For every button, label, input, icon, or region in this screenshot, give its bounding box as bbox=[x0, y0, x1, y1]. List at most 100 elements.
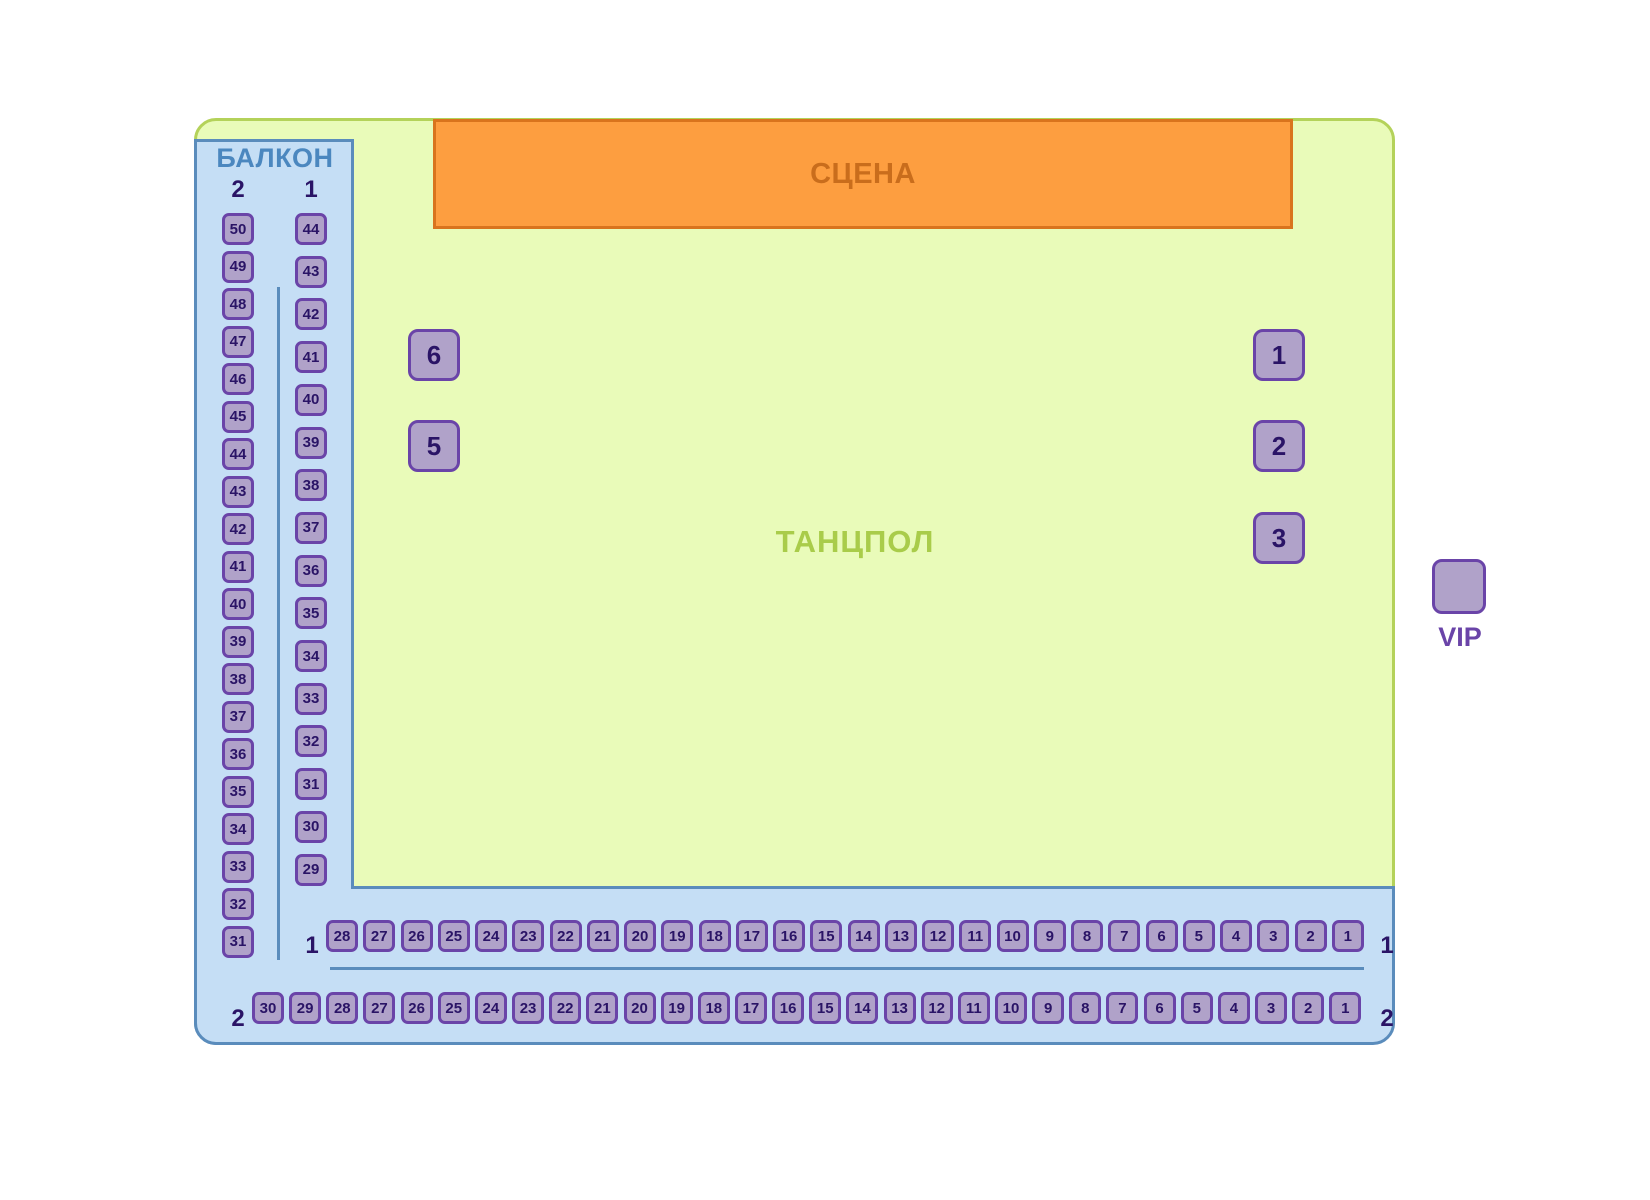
balcony-left-row1-seat-39[interactable]: 39 bbox=[295, 426, 327, 459]
balcony-bottom-row1-seat-4[interactable]: 4 bbox=[1220, 920, 1252, 952]
balcony-bottom-row1-seat-20[interactable]: 20 bbox=[624, 920, 656, 952]
balcony-left-row1-seat-32[interactable]: 32 bbox=[295, 725, 327, 758]
balcony-bottom-row2-seat-19[interactable]: 19 bbox=[660, 992, 693, 1024]
balcony-left-row1-seat-31[interactable]: 31 bbox=[295, 768, 327, 801]
balcony-bottom-row1-seat-16[interactable]: 16 bbox=[773, 920, 805, 952]
table-6[interactable]: 6 bbox=[408, 329, 460, 381]
balcony-left-row2-seat-45[interactable]: 45 bbox=[222, 400, 254, 433]
balcony-bottom-row2-seat-25[interactable]: 25 bbox=[437, 992, 470, 1024]
balcony-bottom-row2-seat-27[interactable]: 27 bbox=[363, 992, 396, 1024]
balcony-left-row1-seat-36[interactable]: 36 bbox=[295, 554, 327, 587]
balcony-left-row1-seat-42[interactable]: 42 bbox=[295, 298, 327, 331]
balcony-bottom-row2-seat-15[interactable]: 15 bbox=[809, 992, 842, 1024]
balcony-bottom-row2-seat-10[interactable]: 10 bbox=[995, 992, 1027, 1024]
balcony-left-row2-seat-46[interactable]: 46 bbox=[222, 363, 254, 395]
balcony-left-row2-seat-39[interactable]: 39 bbox=[222, 625, 254, 658]
balcony-bottom-row2-seat-5[interactable]: 5 bbox=[1180, 992, 1213, 1024]
balcony-left-row2-seat-50[interactable]: 50 bbox=[222, 213, 254, 245]
balcony-left-row2-seat-48[interactable]: 48 bbox=[222, 288, 254, 320]
balcony-bottom-row1-seat-5[interactable]: 5 bbox=[1182, 920, 1215, 952]
balcony-bottom-row2-seat-6[interactable]: 6 bbox=[1143, 992, 1176, 1024]
balcony-bottom-row1-seat-6[interactable]: 6 bbox=[1145, 920, 1178, 952]
balcony-left-row1-seat-37[interactable]: 37 bbox=[295, 511, 327, 544]
balcony-left-row2-seat-38[interactable]: 38 bbox=[222, 663, 254, 695]
balcony-left-row2-seat-36[interactable]: 36 bbox=[222, 738, 254, 770]
balcony-left-row1-seat-38[interactable]: 38 bbox=[295, 469, 327, 502]
balcony-left-row1-seat-40[interactable]: 40 bbox=[295, 383, 327, 416]
balcony-bottom-row2-seat-12[interactable]: 12 bbox=[920, 992, 953, 1024]
balcony-left-row2-seat-34[interactable]: 34 bbox=[222, 813, 254, 845]
balcony-bottom-row2-seat-11[interactable]: 11 bbox=[957, 992, 990, 1024]
balcony-left-row1-seat-33[interactable]: 33 bbox=[295, 682, 327, 715]
balcony-left-row1-seat-30[interactable]: 30 bbox=[295, 810, 327, 843]
balcony-left-row2-seat-49[interactable]: 49 bbox=[222, 250, 254, 283]
balcony-left-row2-seat-42[interactable]: 42 bbox=[222, 513, 254, 545]
balcony-left-row2-seat-33[interactable]: 33 bbox=[222, 850, 254, 883]
balcony-bottom-row2-seat-22[interactable]: 22 bbox=[549, 992, 582, 1024]
balcony-left-row2-seat-32[interactable]: 32 bbox=[222, 888, 254, 920]
balcony-bottom-row1-seat-23[interactable]: 23 bbox=[512, 920, 545, 952]
balcony-bottom-row1-seat-26[interactable]: 26 bbox=[400, 920, 433, 952]
balcony-bottom-row2-seat-18[interactable]: 18 bbox=[697, 992, 730, 1024]
balcony-bottom-row2-seat-30[interactable]: 30 bbox=[252, 992, 284, 1024]
balcony-bottom-row2-seat-8[interactable]: 8 bbox=[1069, 992, 1102, 1024]
balcony-left-row2-seat-44[interactable]: 44 bbox=[222, 438, 254, 470]
balcony-bottom-row2-seat-1[interactable]: 1 bbox=[1329, 992, 1362, 1024]
balcony-bottom-row2-seat-7[interactable]: 7 bbox=[1106, 992, 1139, 1024]
balcony-bottom-row1-seat-14[interactable]: 14 bbox=[847, 920, 880, 952]
table-3[interactable]: 3 bbox=[1253, 512, 1305, 564]
balcony-bottom-row2-seat-16[interactable]: 16 bbox=[772, 992, 805, 1024]
balcony-bottom-row1-seat-11[interactable]: 11 bbox=[959, 920, 992, 952]
balcony-left-row2-seat-40[interactable]: 40 bbox=[222, 588, 254, 620]
balcony-bottom-row1-seat-18[interactable]: 18 bbox=[698, 920, 731, 952]
balcony-left-row1-seat-34[interactable]: 34 bbox=[295, 640, 327, 672]
balcony-bottom-row1-seat-27[interactable]: 27 bbox=[363, 920, 396, 952]
balcony-left-row1-seat-35[interactable]: 35 bbox=[295, 597, 327, 630]
balcony-bottom-row1-seat-12[interactable]: 12 bbox=[922, 920, 954, 952]
balcony-bottom-row1-seat-25[interactable]: 25 bbox=[437, 920, 470, 952]
table-5[interactable]: 5 bbox=[408, 420, 460, 472]
balcony-bottom-row2-seat-28[interactable]: 28 bbox=[326, 992, 359, 1024]
balcony-left-row2-seat-37[interactable]: 37 bbox=[222, 700, 254, 733]
balcony-bottom-row1-seat-7[interactable]: 7 bbox=[1108, 920, 1141, 952]
balcony-bottom-row1-seat-21[interactable]: 21 bbox=[586, 920, 619, 952]
balcony-bottom-row2-seat-2[interactable]: 2 bbox=[1292, 992, 1325, 1024]
balcony-bottom-row1-seat-13[interactable]: 13 bbox=[884, 920, 917, 952]
balcony-bottom-row2-seat-9[interactable]: 9 bbox=[1032, 992, 1065, 1024]
balcony-left-row1-seat-44[interactable]: 44 bbox=[295, 213, 327, 245]
balcony-left-row2-seat-43[interactable]: 43 bbox=[222, 475, 254, 508]
balcony-bottom-row2-seat-20[interactable]: 20 bbox=[623, 992, 656, 1024]
balcony-left-row2-seat-41[interactable]: 41 bbox=[222, 550, 254, 583]
balcony-bottom-row1-seat-19[interactable]: 19 bbox=[661, 920, 694, 952]
table-1[interactable]: 1 bbox=[1253, 329, 1305, 381]
balcony-bottom-row2-seat-14[interactable]: 14 bbox=[846, 992, 879, 1024]
balcony-bottom-row1-seat-24[interactable]: 24 bbox=[475, 920, 507, 952]
balcony-bottom-row1-seat-9[interactable]: 9 bbox=[1033, 920, 1066, 952]
balcony-left-row1-seat-43[interactable]: 43 bbox=[295, 255, 327, 288]
vip-box[interactable] bbox=[1432, 559, 1486, 614]
balcony-bottom-row2-seat-26[interactable]: 26 bbox=[400, 992, 433, 1024]
balcony-left-row2-seat-47[interactable]: 47 bbox=[222, 325, 254, 358]
balcony-bottom-row1-seat-22[interactable]: 22 bbox=[549, 920, 582, 952]
balcony-bottom-row2-seat-3[interactable]: 3 bbox=[1255, 992, 1288, 1024]
balcony-bottom-row2-seat-13[interactable]: 13 bbox=[883, 992, 916, 1024]
balcony-left-row1-seat-41[interactable]: 41 bbox=[295, 341, 327, 374]
balcony-left-row1-seat-29[interactable]: 29 bbox=[295, 853, 327, 886]
table-2[interactable]: 2 bbox=[1253, 420, 1305, 472]
balcony-bottom-row1-seat-1[interactable]: 1 bbox=[1331, 920, 1364, 952]
balcony-left-row2-seat-35[interactable]: 35 bbox=[222, 775, 254, 808]
balcony-bottom-row1-seat-15[interactable]: 15 bbox=[810, 920, 843, 952]
balcony-bottom-row2-seat-4[interactable]: 4 bbox=[1217, 992, 1250, 1024]
balcony-bottom-row2-seat-24[interactable]: 24 bbox=[474, 992, 507, 1024]
balcony-bottom-row2-seat-17[interactable]: 17 bbox=[734, 992, 767, 1024]
balcony-bottom-row1-seat-8[interactable]: 8 bbox=[1071, 920, 1103, 952]
balcony-bottom-row2-seat-21[interactable]: 21 bbox=[586, 992, 619, 1024]
balcony-bottom-row1-seat-10[interactable]: 10 bbox=[996, 920, 1029, 952]
balcony-bottom-row1-seat-17[interactable]: 17 bbox=[735, 920, 768, 952]
balcony-left-row2-seat-31[interactable]: 31 bbox=[222, 925, 254, 958]
balcony-bottom-row1-seat-3[interactable]: 3 bbox=[1257, 920, 1290, 952]
balcony-bottom-row1-seat-28[interactable]: 28 bbox=[326, 920, 358, 952]
balcony-bottom-row2-seat-29[interactable]: 29 bbox=[289, 992, 322, 1024]
balcony-bottom-row1-seat-2[interactable]: 2 bbox=[1294, 920, 1327, 952]
balcony-bottom-row2-seat-23[interactable]: 23 bbox=[512, 992, 545, 1024]
